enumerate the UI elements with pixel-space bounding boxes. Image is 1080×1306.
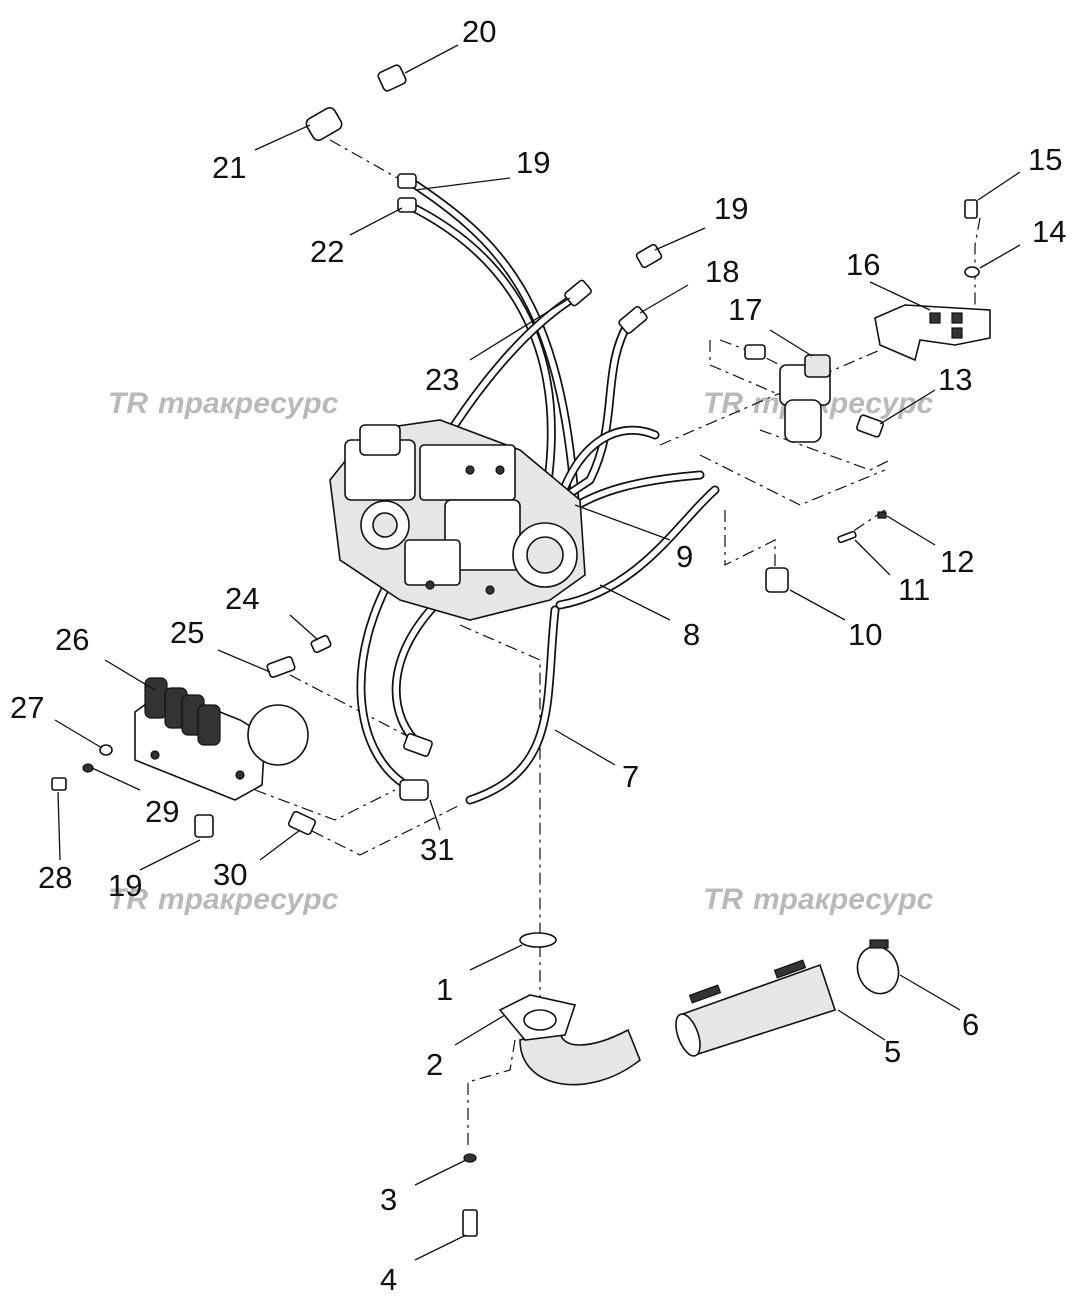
watermark-bottom-right: TR тракресурс xyxy=(703,883,934,916)
callout-22[interactable]: 21 xyxy=(212,150,246,185)
hose-5 xyxy=(675,959,837,1057)
callout-11[interactable]: 11 xyxy=(898,572,930,607)
callout-9[interactable]: 9 xyxy=(676,539,693,574)
o-ring-1 xyxy=(519,932,557,948)
callout-31[interactable]: 30 xyxy=(213,857,247,892)
callout-2[interactable]: 2 xyxy=(426,1047,443,1082)
callout-29[interactable]: 28 xyxy=(38,860,72,895)
bolt-15 xyxy=(964,199,978,219)
hose-end-32 xyxy=(399,733,433,801)
callout-18[interactable]: 18 xyxy=(705,254,739,289)
watermark-logo: TR xyxy=(703,883,743,916)
filter-assembly-17 xyxy=(744,344,831,443)
callout-25[interactable]: 24 xyxy=(225,581,259,616)
washer-3 xyxy=(463,1153,477,1163)
callout-19-top[interactable]: 19 xyxy=(714,191,748,226)
valve-block-27 xyxy=(134,677,309,801)
hydraulic-pump-assembly xyxy=(329,419,586,621)
callout-5[interactable]: 5 xyxy=(884,1034,901,1069)
bracket-16 xyxy=(874,304,991,362)
watermark-bottom-left: TR тракресурс xyxy=(108,883,339,916)
callout-21[interactable]: 20 xyxy=(462,14,496,49)
callout-4[interactable]: 4 xyxy=(380,1262,397,1297)
callout-10[interactable]: 10 xyxy=(848,617,882,652)
bolt-4 xyxy=(462,1209,478,1237)
suction-elbow-2 xyxy=(498,994,641,1086)
washer-28 xyxy=(99,744,113,756)
watermark-top-left: TR тракресурс xyxy=(108,387,339,420)
watermark-logo: TR xyxy=(703,387,743,420)
fitting-13 xyxy=(856,414,884,438)
watermark-text: тракресурс xyxy=(158,387,339,420)
fitting-25 xyxy=(310,634,332,654)
callout-20[interactable]: 19 xyxy=(516,145,550,180)
fitting-21 xyxy=(377,64,407,92)
callout-14[interactable]: 14 xyxy=(1032,214,1066,249)
callout-27[interactable]: 26 xyxy=(55,622,89,657)
hoses xyxy=(356,175,720,805)
clip-12 xyxy=(877,511,887,519)
callout-16[interactable]: 16 xyxy=(846,247,880,282)
washer-30 xyxy=(82,763,94,773)
callout-23[interactable]: 22 xyxy=(310,234,344,269)
callout-7[interactable]: 7 xyxy=(622,759,639,794)
fitting-19-bottom xyxy=(194,814,214,838)
callout-12[interactable]: 12 xyxy=(940,544,974,579)
callout-6[interactable]: 6 xyxy=(962,1007,979,1042)
callout-26[interactable]: 25 xyxy=(170,615,204,650)
pin-11 xyxy=(837,530,857,544)
watermark-text: тракресурс xyxy=(158,883,339,916)
callout-19-bottom[interactable]: 19 xyxy=(108,868,142,903)
clamp-6 xyxy=(856,939,900,995)
callout-24[interactable]: 23 xyxy=(425,362,459,397)
callout-13[interactable]: 13 xyxy=(938,362,972,397)
callout-15[interactable]: 15 xyxy=(1028,142,1062,177)
fitting-10 xyxy=(765,567,789,593)
callout-8[interactable]: 8 xyxy=(683,617,700,652)
callout-numbers: 20 21 19 22 19 18 16 17 15 14 23 13 9 12… xyxy=(10,14,1066,1297)
hose-end-24 xyxy=(564,279,592,307)
leader-lines xyxy=(54,44,1021,1261)
callout-3[interactable]: 3 xyxy=(380,1182,397,1217)
watermark-text: тракресурс xyxy=(753,883,934,916)
callout-30[interactable]: 29 xyxy=(145,794,179,829)
callout-28[interactable]: 27 xyxy=(10,690,44,725)
fitting-31 xyxy=(287,810,317,836)
washer-14 xyxy=(964,266,980,278)
fitting-19-top xyxy=(635,243,663,269)
fitting-26 xyxy=(266,656,296,678)
callout-1[interactable]: 1 xyxy=(436,972,453,1007)
hose-end-23 xyxy=(397,173,417,213)
callout-17[interactable]: 17 xyxy=(728,292,762,327)
watermark-logo: TR xyxy=(108,883,148,916)
callout-32[interactable]: 31 xyxy=(420,832,454,867)
elbow-22 xyxy=(305,107,343,141)
bolt-29 xyxy=(51,777,67,791)
watermark-logo: TR xyxy=(108,387,148,420)
